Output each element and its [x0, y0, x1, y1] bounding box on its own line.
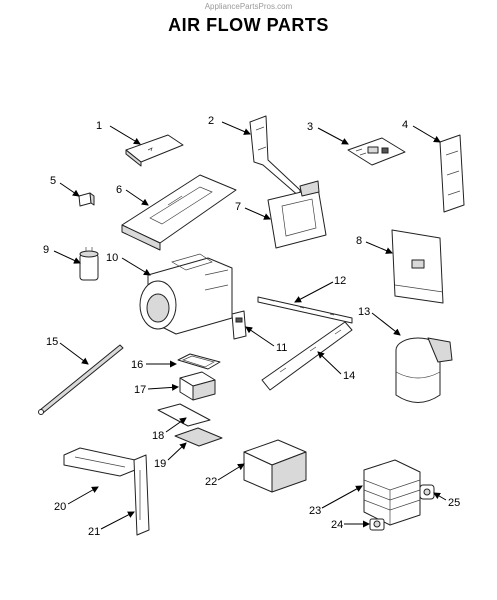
callout-18: 18 — [152, 430, 164, 442]
part-9-capacitor[interactable] — [79, 247, 99, 281]
part-6-vent-tray[interactable] — [121, 174, 237, 251]
callout-15: 15 — [46, 336, 58, 348]
part-22-mount-box[interactable] — [243, 439, 307, 493]
part-10-blower-motor[interactable] — [139, 253, 233, 335]
callout-16: 16 — [131, 359, 143, 371]
part-14-long-bracket[interactable] — [261, 321, 353, 391]
part-12-rail[interactable] — [257, 296, 353, 324]
callout-24: 24 — [331, 519, 343, 531]
part-2-bracket[interactable] — [249, 115, 301, 198]
callout-22: 22 — [205, 476, 217, 488]
part-13-fan-assembly[interactable] — [395, 337, 453, 403]
callout-7: 7 — [235, 201, 241, 213]
callout-8: 8 — [356, 235, 362, 247]
callout-19: 19 — [154, 458, 166, 470]
part-25-connector[interactable] — [419, 484, 435, 500]
callout-10: 10 — [106, 252, 118, 264]
part-16-grille[interactable] — [177, 353, 221, 370]
part-4-side-panel[interactable] — [439, 134, 465, 213]
part-1-cover[interactable] — [125, 134, 184, 167]
callout-1: 1 — [96, 120, 102, 132]
callout-numbers: 1 2 3 4 5 6 7 8 9 10 11 12 13 14 15 16 1… — [43, 115, 460, 538]
part-5-clip[interactable] — [78, 192, 95, 207]
part-8-damper-plate[interactable] — [391, 229, 444, 304]
diagram-title: AIR FLOW PARTS — [168, 15, 329, 35]
callout-9: 9 — [43, 244, 49, 256]
callout-13: 13 — [358, 306, 370, 318]
callout-3: 3 — [307, 121, 313, 133]
callout-23: 23 — [309, 505, 321, 517]
part-20-duct[interactable] — [63, 447, 136, 477]
part-7-vent-panel[interactable] — [267, 180, 327, 249]
callout-21: 21 — [88, 526, 100, 538]
part-3-control-board[interactable] — [347, 137, 406, 166]
part-15-rod[interactable] — [38, 344, 124, 415]
callout-2: 2 — [208, 115, 214, 127]
part-18-strip[interactable] — [157, 403, 211, 427]
part-23-magnetron[interactable] — [363, 459, 421, 526]
part-24-fitting[interactable] — [369, 518, 385, 531]
callout-11: 11 — [276, 342, 287, 354]
callout-14: 14 — [343, 370, 355, 382]
callout-12: 12 — [334, 275, 346, 287]
callout-17: 17 — [134, 384, 146, 396]
callout-4: 4 — [402, 119, 408, 131]
part-17-filter-frame[interactable] — [179, 371, 216, 401]
part-11-thermal-switch[interactable] — [231, 310, 247, 340]
callout-25: 25 — [448, 497, 460, 509]
part-19-filter-pad[interactable] — [174, 427, 223, 447]
callout-6: 6 — [116, 184, 122, 196]
callout-20: 20 — [54, 501, 66, 513]
callout-5: 5 — [50, 175, 56, 187]
leader-lines — [53, 121, 447, 530]
part-21-channel[interactable] — [133, 454, 150, 536]
watermark: AppliancePartsPros.com — [204, 2, 293, 11]
